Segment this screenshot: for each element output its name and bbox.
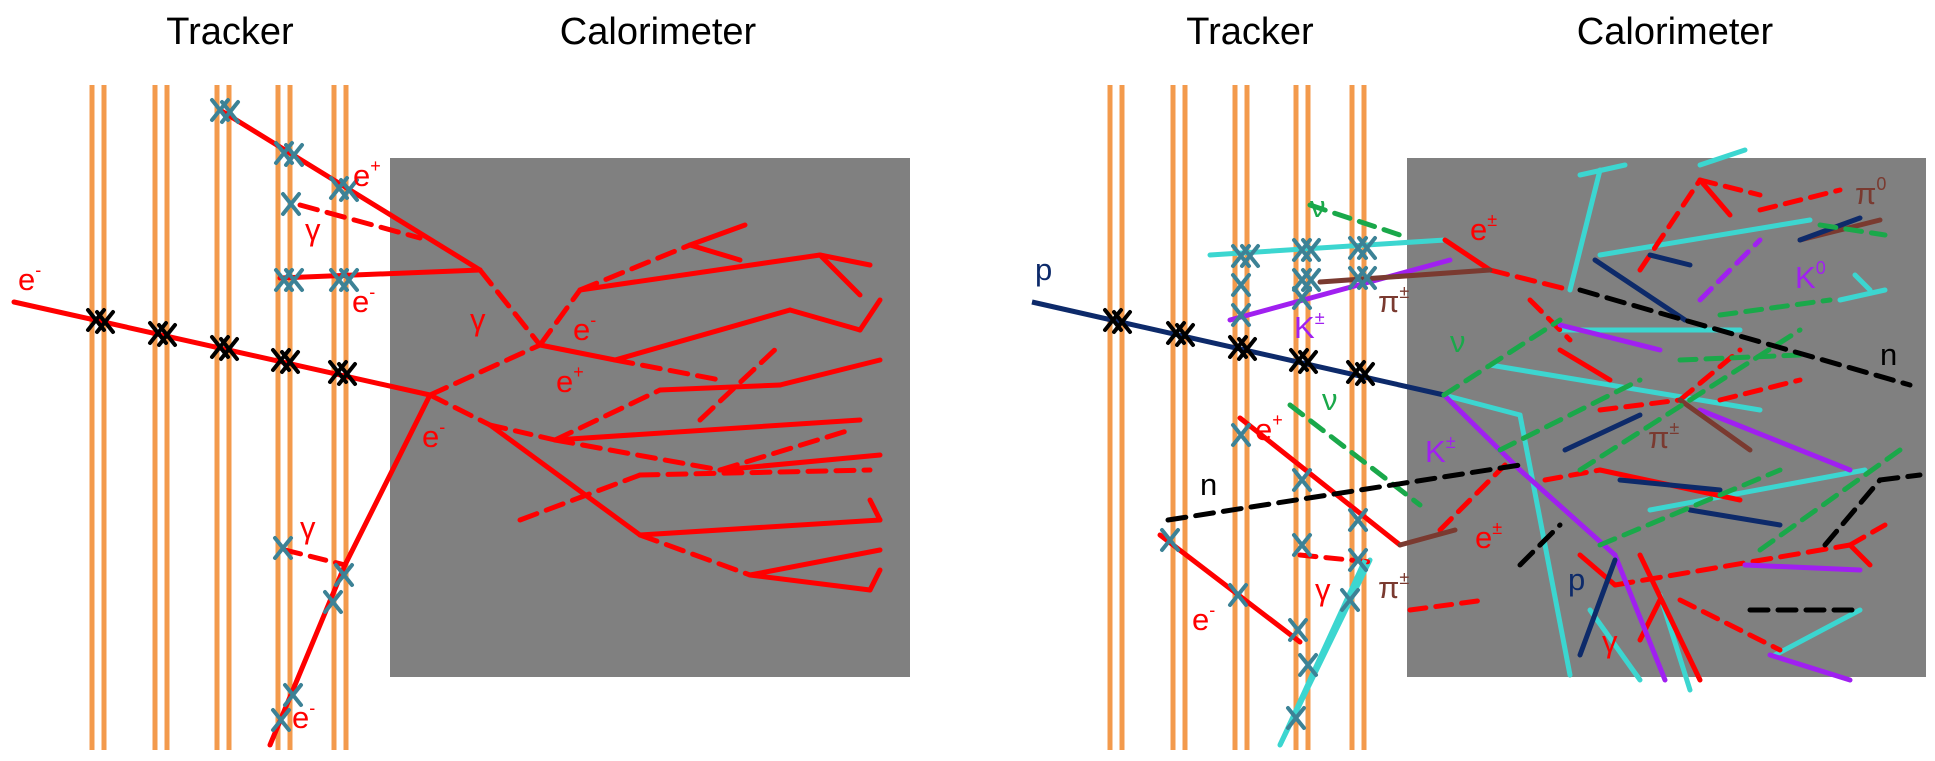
label-n-right: n — [1880, 337, 1897, 372]
right-panel: Tracker Calorimeter — [1031, 11, 1926, 750]
label-gamma-low-right: γ — [1315, 572, 1331, 607]
label-k-pm-mid: K± — [1425, 432, 1456, 469]
label-k0: K0 — [1795, 258, 1826, 295]
label-pi-pm-low: π± — [1378, 568, 1409, 605]
right-calorimeter-title: Calorimeter — [1577, 11, 1774, 53]
label-k-pm-top: K± — [1294, 308, 1325, 345]
left-hit-markers-black — [86, 308, 357, 386]
label-e-minus-mid: e- — [573, 310, 596, 347]
label-e-minus-top: e- — [352, 282, 375, 319]
label-n-left: n — [1200, 467, 1217, 502]
label-e-minus-low: e- — [422, 417, 445, 454]
neutrino-tracks — [1287, 202, 1903, 553]
left-hit-markers-teal — [210, 98, 359, 732]
label-p-low: p — [1568, 562, 1585, 597]
right-hit-markers-teal — [1160, 236, 1377, 730]
right-tracker-title: Tracker — [1186, 11, 1314, 53]
label-e-minus-right: e- — [1192, 600, 1215, 637]
left-tracker-layers — [89, 85, 349, 750]
label-pi0: π0 — [1855, 174, 1886, 211]
right-hit-markers-black — [1103, 308, 1375, 386]
label-gamma-bot: γ — [1602, 624, 1618, 659]
label-e-minus-in: e- — [18, 260, 41, 297]
label-nu-left: ν — [1322, 382, 1338, 417]
label-nu-mid: ν — [1450, 324, 1466, 359]
neutron-tracks — [1165, 287, 1923, 613]
kaon-tracks — [1227, 237, 1863, 683]
label-e-plus-top: e+ — [353, 156, 381, 193]
label-e-minus-bot: e- — [292, 698, 315, 735]
left-calorimeter-title: Calorimeter — [560, 11, 757, 53]
label-nu-top: ν — [1310, 189, 1326, 224]
navy-tracks — [1562, 215, 1863, 658]
label-gamma-low: γ — [300, 510, 316, 545]
label-p-in: p — [1035, 252, 1052, 287]
label-e-pm-top: e± — [1470, 210, 1497, 247]
left-calorimeter-block — [390, 158, 910, 677]
label-gamma-mid: γ — [470, 302, 486, 337]
label-e-pm-low: e± — [1475, 518, 1502, 555]
left-tracker-title: Tracker — [166, 11, 294, 53]
label-pi-pm-mid: π± — [1648, 418, 1679, 455]
label-pi-pm-top: π± — [1378, 282, 1409, 319]
right-particle-labels: p ν e± π± K± π0 K0 n ν ν π± K± e+ n e± γ… — [1035, 174, 1897, 659]
label-e-plus-mid: e+ — [556, 362, 584, 399]
left-panel: Tracker Calorimeter — [11, 11, 910, 750]
left-particle-labels: e- e+ γ e- γ e- e+ e- γ e- — [18, 156, 596, 735]
label-gamma-top: γ — [305, 212, 321, 247]
left-shower-tracks — [11, 107, 883, 748]
label-e-plus: e+ — [1255, 410, 1283, 447]
